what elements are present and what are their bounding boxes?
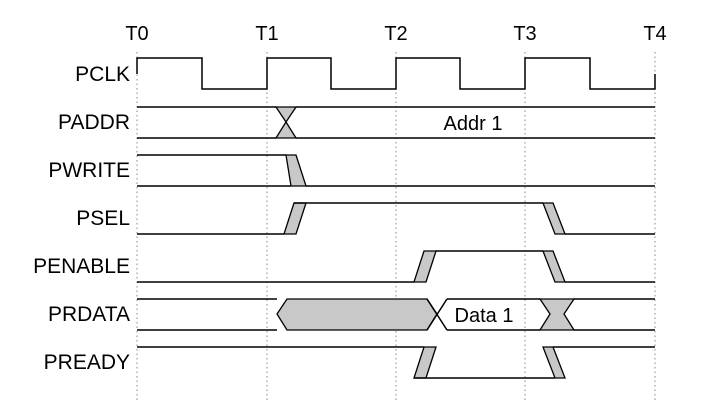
pwrite-waveform [137,154,655,187]
signal-label-pwrite: PWRITE [48,159,130,182]
prdata-waveform: Data 1 [137,298,655,331]
pready-waveform [137,346,655,379]
clock-label-t4: T4 [643,23,666,45]
psel-waveform [137,202,655,235]
signal-label-paddr: PADDR [58,111,130,134]
clock-label-t2: T2 [384,23,407,45]
clock-label-t1: T1 [255,23,278,45]
signal-label-pready: PREADY [44,351,130,374]
signal-label-penable: PENABLE [33,255,130,278]
paddr-value: Addr 1 [444,113,503,135]
penable-waveform [137,250,655,283]
clock-label-t3: T3 [513,23,536,45]
pclk-waveform [136,57,656,90]
paddr-waveform: Addr 1 [137,106,655,139]
signal-label-prdata: PRDATA [48,303,130,326]
prdata-value: Data 1 [455,305,514,327]
signal-label-psel: PSEL [76,207,130,230]
signal-label-pclk: PCLK [75,63,130,86]
clock-label-t0: T0 [125,23,148,45]
